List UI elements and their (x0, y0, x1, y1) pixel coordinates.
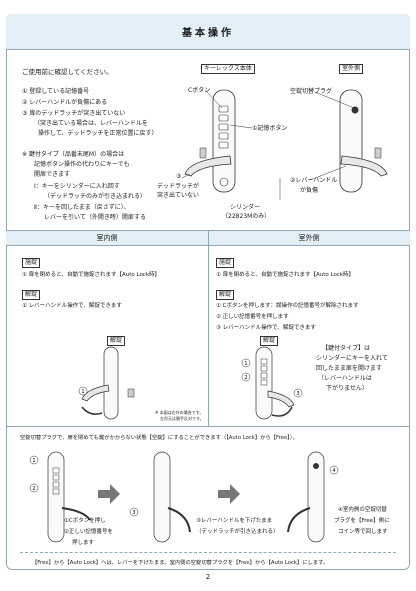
left-lock-tag: 施錠 (22, 258, 41, 268)
free-mode-steps-illustration: 1 2 3 4 (29, 451, 339, 543)
column-divider (208, 230, 209, 426)
deadlatch-label-1: デッドラッチが (157, 183, 200, 190)
right-unlock-step-1: ① Cボタンを押します：誤操作の記憶番号が解除されます (216, 303, 359, 309)
svg-text:1: 1 (244, 361, 247, 367)
cylinder-label-2: （22823Mのみ） (222, 213, 271, 220)
key-note-2: シリンダーにキーを入れて (316, 355, 388, 362)
step4-label-1: ④室内側の空錠切替 (338, 507, 387, 513)
step1-label-2: ②正しい記憶番号を (64, 529, 113, 535)
note-line-5: （デッドラッチのみが引き込まれる） (44, 193, 147, 200)
svg-text:2: 2 (244, 375, 247, 381)
page-title: 基本操作 (6, 14, 410, 50)
left-fig-note-1: ※ 本図は右外の場合です。 (155, 410, 204, 415)
key-note-3: 回したまま扉を開けます (316, 365, 382, 372)
c-button-label: Cボタン (188, 87, 211, 94)
key-note-4: （レバーハンドルは (318, 375, 372, 382)
bottom-divider (6, 426, 410, 427)
svg-text:2: 2 (32, 486, 35, 492)
inside-header: 室内側 (6, 230, 208, 246)
footer-note: 【Free】から【Auto Lock】へは、レバーを下げたまま、室内側の空錠切替… (32, 560, 329, 566)
plug-label: 空錠切替プラグ (290, 88, 333, 95)
note-line-6: Ⅱ：キーを回したまま（戻さずに）、 (34, 204, 130, 211)
note-line-2: 記憶ボタン操作の代わりにキーでも (34, 161, 130, 168)
keyless-body-illustration (181, 89, 388, 200)
outside-header: 室外側 (208, 230, 410, 246)
right-unlock-step-3: ③ レバーハンドル操作で、解錠できます (216, 325, 316, 331)
left-lock-text: ① 扉を閉めると、自動で施錠されます【Auto Lock時】 (22, 272, 161, 278)
svg-text:3: 3 (296, 391, 299, 397)
body-label-tag: キーレックス本体 (201, 64, 255, 74)
indoor-lever-illustration: 1 (78, 346, 135, 420)
step4-label-3: コイン等で回します (338, 529, 388, 535)
left-unlock-tag: 解錠 (22, 290, 41, 300)
svg-text:4: 4 (332, 468, 335, 474)
right-lock-text: ① 扉を閉めると、自動で施錠されます【Auto Lock時】 (216, 272, 355, 278)
note-line-7: レバーを引いて（外開き時）開扉する (44, 214, 146, 221)
intro-item-2: ② レバーハンドルが負傷にある (22, 99, 108, 106)
intro-item-3-sub2: 操作して、デッドラッチを正常位置に戻す） (38, 130, 158, 137)
page-number: 2 (205, 573, 211, 581)
step3-label-1: ③レバーハンドルを下げたまま (196, 518, 273, 524)
intro-item-1: ① 登録している記憶番号 (22, 88, 90, 95)
svg-text:1: 1 (32, 458, 35, 464)
outdoor-keypad-illustration: 1 2 3 (241, 346, 303, 420)
right-unlock-step-2: ② 正しい記憶番号を押します (216, 314, 289, 320)
intro-item-3: ③ 扉のデッドラッチが突き出ていない (22, 110, 126, 117)
memory-button-label: ①記憶ボタン (252, 125, 288, 132)
lever-label-1: ②レバーハンドル (290, 177, 338, 184)
svg-text:1: 1 (81, 389, 84, 395)
step1-label-1: ①Cボタンを押し (64, 518, 106, 524)
intro-item-3-sub1: （突き出ている場合は、レバーハンドルを (34, 120, 148, 127)
left-unlock-text: ① レバーハンドル操作で、解錠できます (22, 303, 122, 309)
footer-divider (20, 552, 396, 553)
right-lock-tag: 施錠 (216, 258, 235, 268)
right-unlock-tag: 解錠 (216, 290, 235, 300)
intro-heading: ご使用前に確認してください。 (22, 68, 113, 76)
note-line-3: 開扉できます (34, 171, 71, 178)
note-line-1: ※ 鍵付タイプ（品番末尾M）の場合は (22, 151, 125, 158)
svg-text:3: 3 (132, 510, 135, 516)
left-fig-note-2: 左吊元は勝手反対です。 (160, 416, 204, 421)
step4-label-2: プラグを【Free】側に (334, 518, 390, 524)
deadlatch-num: ③ (176, 173, 182, 180)
key-note-1: 【鍵付タイプ】は (322, 345, 371, 352)
deadlatch-label-2: 突き出ていない (157, 192, 200, 199)
left-fig-label: 解錠 (107, 336, 126, 346)
right-fig-label: 解錠 (260, 336, 279, 346)
key-note-5: 下がりません） (326, 385, 368, 392)
lever-label-2: が負傷 (300, 187, 319, 194)
outside-label-tag: 室外側 (339, 64, 364, 74)
cylinder-label-1: シリンダー (230, 204, 261, 211)
step1-label-3: 押します (72, 540, 95, 546)
note-line-4: Ⅰ：キーをシリンダーに入れ回す (34, 183, 120, 190)
bottom-heading: 空錠切替プラグで、扉を閉めても鍵がかからない状態【空錠】にすることができます（【… (20, 435, 298, 441)
step3-label-2: （デッドラッチが引き込まれる） (196, 529, 279, 535)
